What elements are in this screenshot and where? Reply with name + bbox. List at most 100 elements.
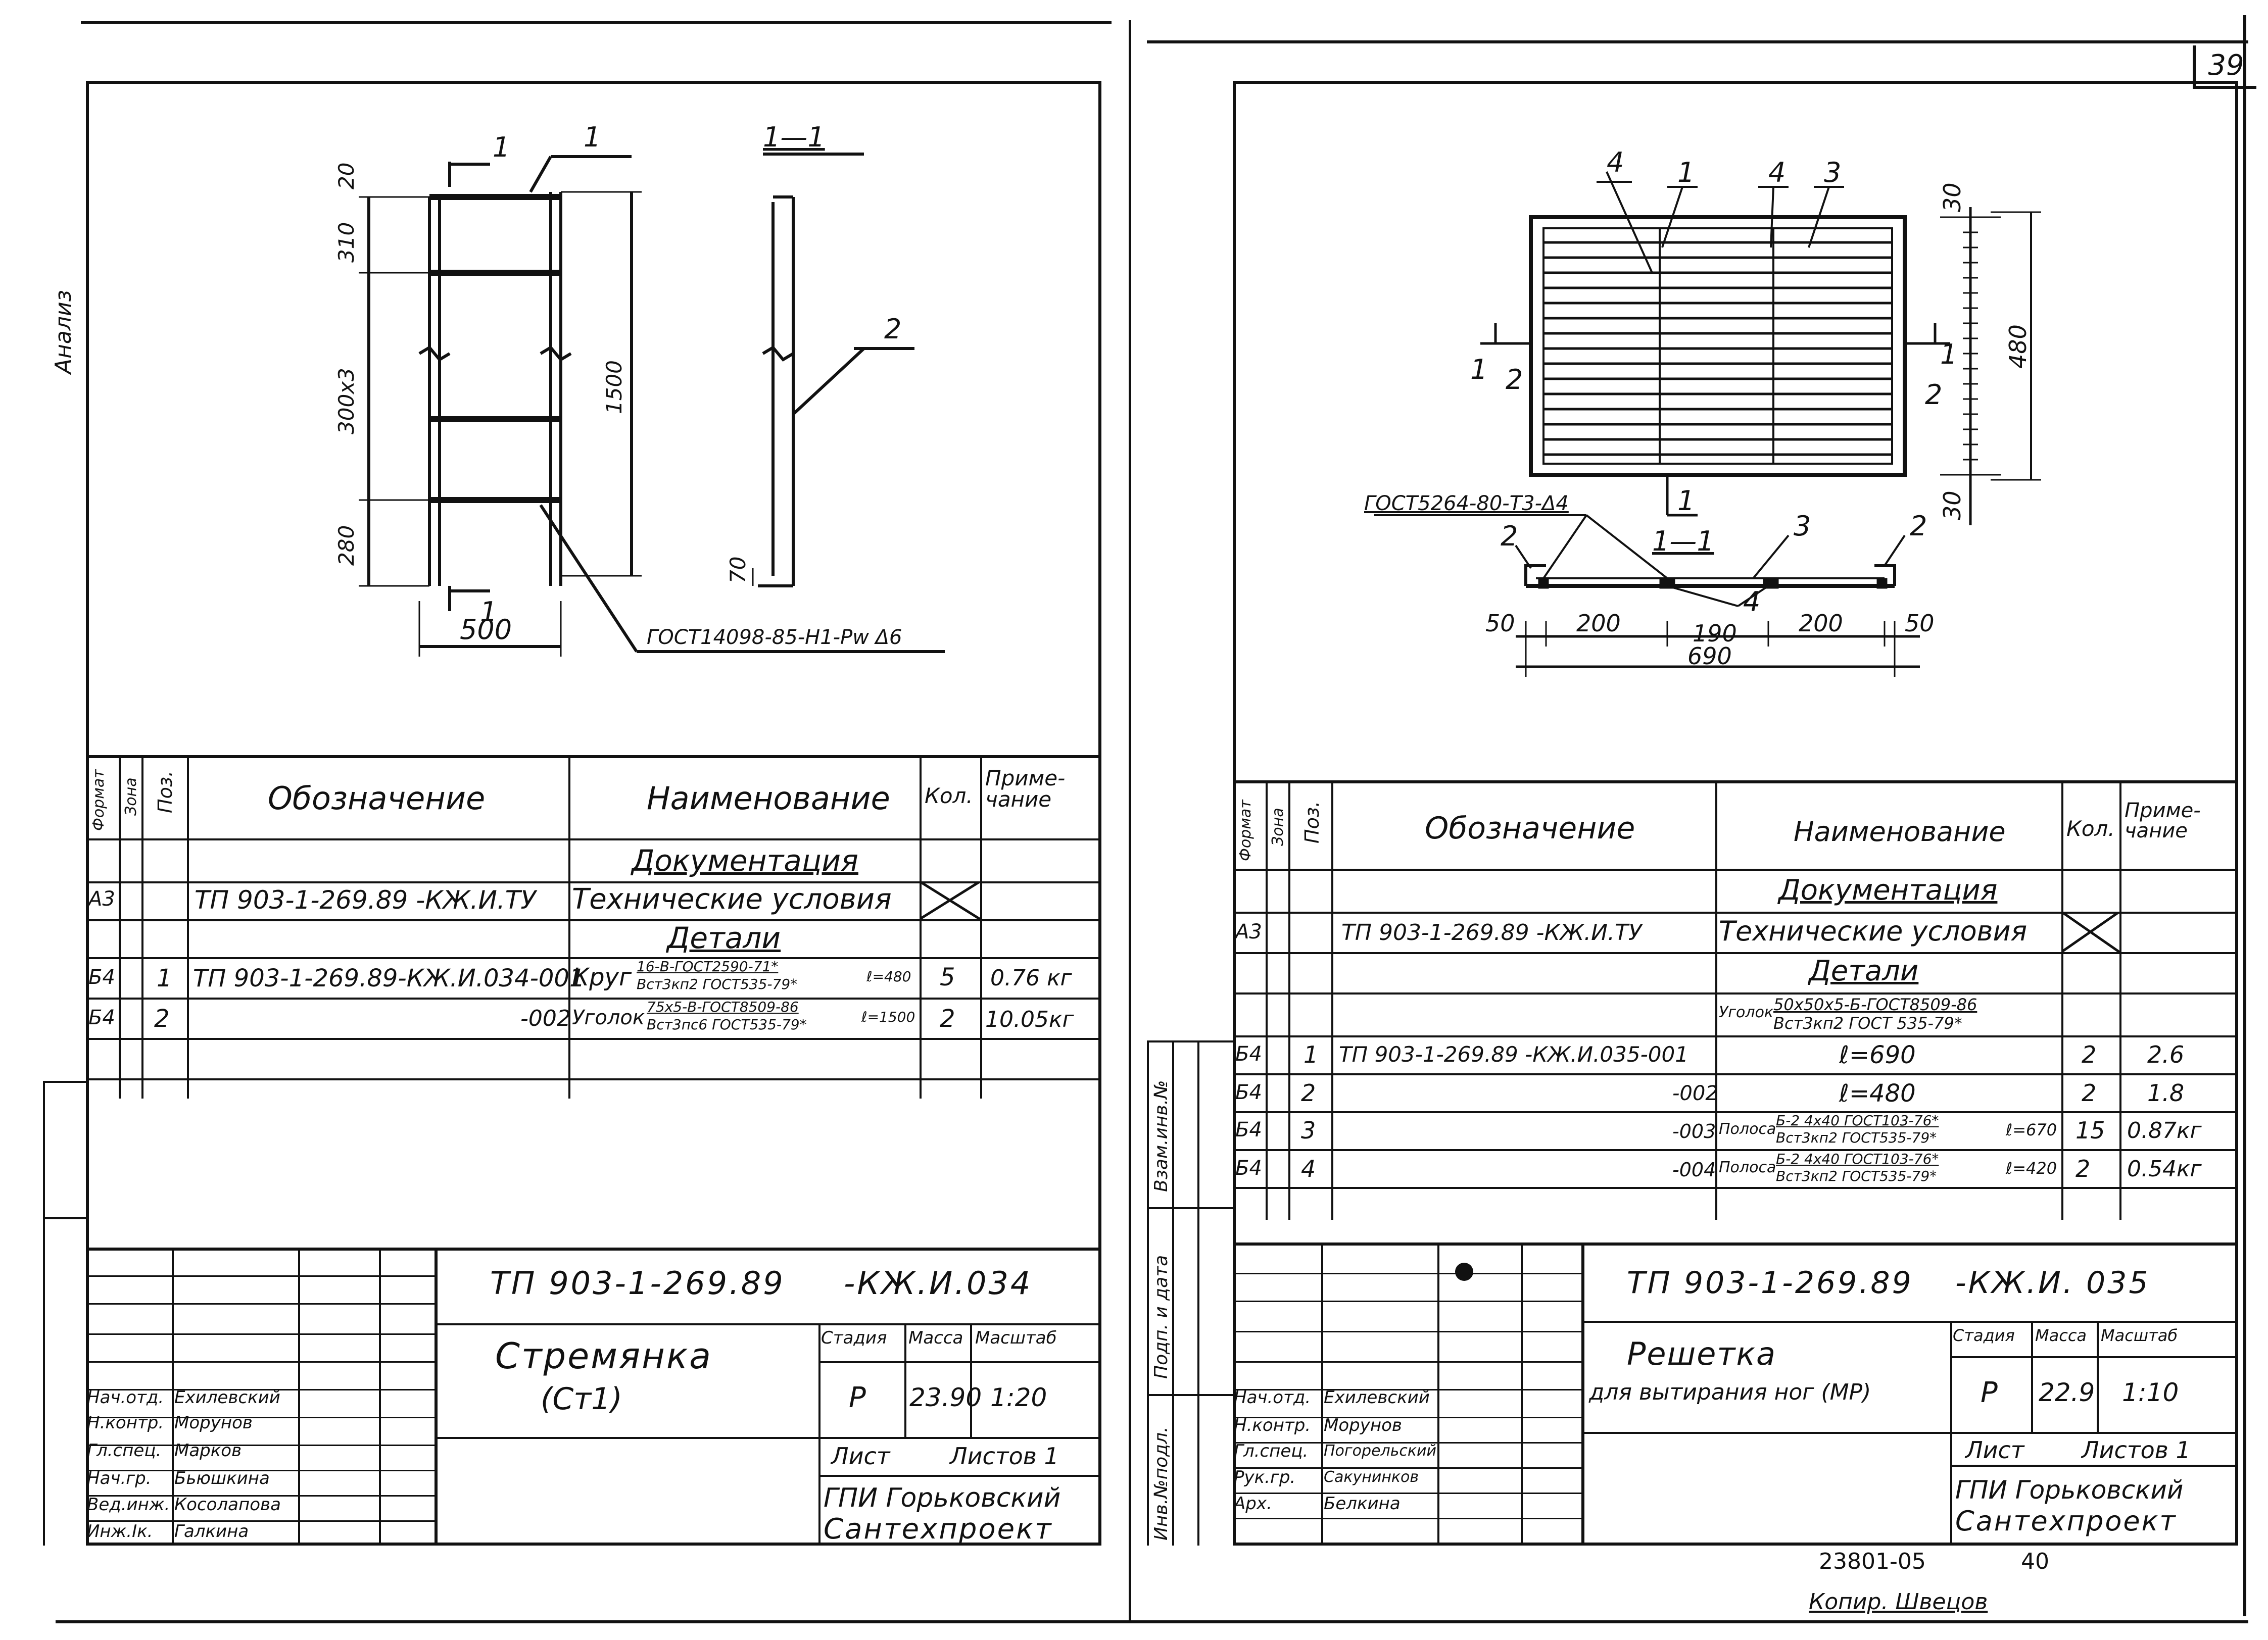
sec-callout-4: 4 (1743, 586, 1760, 618)
r-row5-name-len: ℓ=420 (2006, 1159, 2057, 1178)
left-org-line1: ГПИ Горьковский (824, 1483, 1061, 1513)
dim-480: 480 (2004, 324, 2032, 369)
left-staff-name-4: Бьюшкина (174, 1468, 270, 1488)
right-org-line2: Сантехпроект (1955, 1505, 2177, 1537)
r-hdr-designation: Обозначение (1425, 811, 1635, 846)
left-drawing: 1 1—1 2 1 1 500 ГОСТ14098-85-Н1-Рw Δ6 20… (334, 121, 945, 657)
stamp-dot (1455, 1263, 1473, 1281)
right-doc-title: Решетка (1627, 1335, 1776, 1372)
r-hdr-zone: Зона (1269, 808, 1287, 846)
left-cut-mark-bottom: 1 (480, 596, 497, 628)
right-sheet-frame (1233, 81, 2238, 1546)
right-sheet-label: Лист (1965, 1436, 2024, 1464)
left-staff-name-5: Косолапова (174, 1495, 281, 1515)
row3-format: Б4 (88, 1006, 115, 1029)
row3-designation: -002 (520, 1006, 571, 1031)
row3-qty: 2 (940, 1005, 955, 1033)
section-docs: Документация (632, 843, 858, 878)
row3-pos: 2 (154, 1005, 170, 1033)
right-org-line1: ГПИ Горьковский (1955, 1475, 2184, 1505)
r-row2-format: Б4 (1235, 1042, 1262, 1066)
row2-name-bottom: Вст3кп2 ГОСТ535-79* (637, 976, 798, 992)
dim-30-bot: 30 (1939, 490, 1966, 520)
row2-designation: ТП 903-1-269.89-КЖ.И.034-001 (193, 964, 585, 992)
right-section-title: 1—1 (1652, 525, 1714, 557)
sec-callout-2b: 2 (1910, 510, 1927, 542)
dim-310: 310 (334, 222, 359, 263)
dim-280: 280 (334, 525, 359, 566)
right-mass-value: 22.9 (2039, 1378, 2095, 1407)
r-row4-format: Б4 (1235, 1118, 1262, 1141)
r-row3-name: ℓ=480 (1839, 1079, 1916, 1108)
right-staff-role-5: Арх. (1234, 1494, 1272, 1514)
left-staff-role-5: Вед.инж. (87, 1495, 170, 1515)
r-row5-note: 0.54кг (2127, 1156, 2202, 1182)
left-staff-name-3: Марков (174, 1440, 242, 1461)
r-row3-note: 1.8 (2147, 1079, 2185, 1107)
row2-name-top: 16-В-ГОСТ2590-71* (637, 958, 779, 975)
right-doc-code: ТП 903-1-269.89 (1627, 1265, 1913, 1301)
r-hdr-pos: Поз. (1301, 801, 1323, 843)
left-staff-role-1: Нач.отд. (87, 1387, 164, 1408)
left-staff-name-2: Морунов (174, 1413, 253, 1433)
r-row4-qty: 15 (2076, 1117, 2105, 1144)
side-label-inv: Инв.№подл. (1151, 1426, 1172, 1540)
page-number: 39 (2193, 45, 2256, 89)
dim-300x3: 300x3 (334, 368, 359, 434)
dim-200b: 200 (1799, 610, 1843, 637)
right-doc-code-suffix: -КЖ.И. 035 (1955, 1265, 2150, 1301)
left-staff-role-2: Н.контр. (87, 1413, 164, 1433)
left-sheet-frame (86, 81, 1101, 1546)
r-row2-qty: 2 (2082, 1041, 2097, 1068)
r-angle-bottom: Вст3кп2 ГОСТ 535-79* (1773, 1014, 1962, 1033)
grate-cut-left: 1 (1470, 354, 1487, 385)
grate-cut-bottom: 1 (1677, 485, 1695, 517)
dim-30-top: 30 (1939, 182, 1966, 212)
grate-label-2-right: 2 (1925, 379, 1942, 411)
right-staff-name-1: Ехилевский (1324, 1387, 1430, 1408)
r-row5-format: Б4 (1235, 1157, 1262, 1180)
row1-designation: ТП 903-1-269.89 -КЖ.И.ТУ (195, 885, 536, 915)
left-callout-2: 2 (884, 313, 901, 345)
left-title-block: Нач.отд. Ехилевский Н.контр. Морунов Гл.… (86, 1248, 1101, 1546)
right-staff-role-2: Н.контр. (1234, 1415, 1311, 1435)
row2-name: Круг (572, 963, 632, 991)
r-row3-qty: 2 (2082, 1079, 2097, 1107)
r-hdr-note: Приме-чание (2125, 799, 2201, 842)
top-rule-right (1147, 40, 2248, 43)
r-row4-pos: 3 (1301, 1117, 1316, 1144)
left-cut-mark-top: 1 (493, 131, 510, 163)
top-rule-left (81, 21, 1112, 24)
left-org-line2: Сантехпроект (824, 1513, 1053, 1546)
footer-sheet-number: 40 (2021, 1549, 2049, 1574)
r-angle-note: Уголок (1719, 1004, 1774, 1021)
r-row4-name-len: ℓ=670 (2006, 1120, 2057, 1139)
hdr-name: Наименование (647, 780, 890, 817)
right-side-strip: Взам.инв.№ Подп. и дата Инв.№подл. (1147, 1040, 1233, 1546)
dim-1500: 1500 (602, 360, 626, 414)
r-row5-qty: 2 (2076, 1155, 2091, 1182)
left-staff-name-6: Галкина (174, 1521, 249, 1542)
left-stage-value: Р (849, 1381, 866, 1414)
left-mass-value: 23.90 (909, 1383, 982, 1412)
right-drawing: 4 1 4 3 1 2 1 2 1 1—1 2 3 2 4 ГОСТ5264-8… (1364, 146, 2041, 677)
r-row5-name-top: Б-2 4х40 ГОСТ103-76* (1776, 1151, 1939, 1167)
row3-name-top: 75х5-В-ГОСТ8509-86 (647, 999, 799, 1015)
left-staff-role-3: Гл.спец. (87, 1440, 162, 1461)
copied-note: Копир. Швецов (1809, 1589, 1988, 1615)
grate-callout-1: 1 (1677, 157, 1695, 188)
right-staff-role-1: Нач.отд. (1234, 1387, 1311, 1408)
right-staff-role-4: Рук.гр. (1234, 1467, 1296, 1487)
dim-70: 70 (726, 557, 750, 583)
left-doc-title: Стремянка (495, 1335, 713, 1377)
r-row4-name-top: Б-2 4х40 ГОСТ103-76* (1776, 1112, 1939, 1129)
row3-name-len: ℓ=1500 (861, 1009, 915, 1025)
bottom-rule (56, 1620, 2248, 1623)
grate-label-2-left: 2 (1506, 364, 1523, 395)
left-staff-role-6: Инж.Iк. (87, 1521, 153, 1542)
grate-cut-right: 1 (1940, 338, 1957, 370)
hdr-format: Формат (90, 769, 108, 831)
dim-50b: 50 (1905, 610, 1935, 637)
r-row3-designation: -002 (1672, 1082, 1718, 1105)
right-staff-name-5: Белкина (1324, 1494, 1401, 1514)
